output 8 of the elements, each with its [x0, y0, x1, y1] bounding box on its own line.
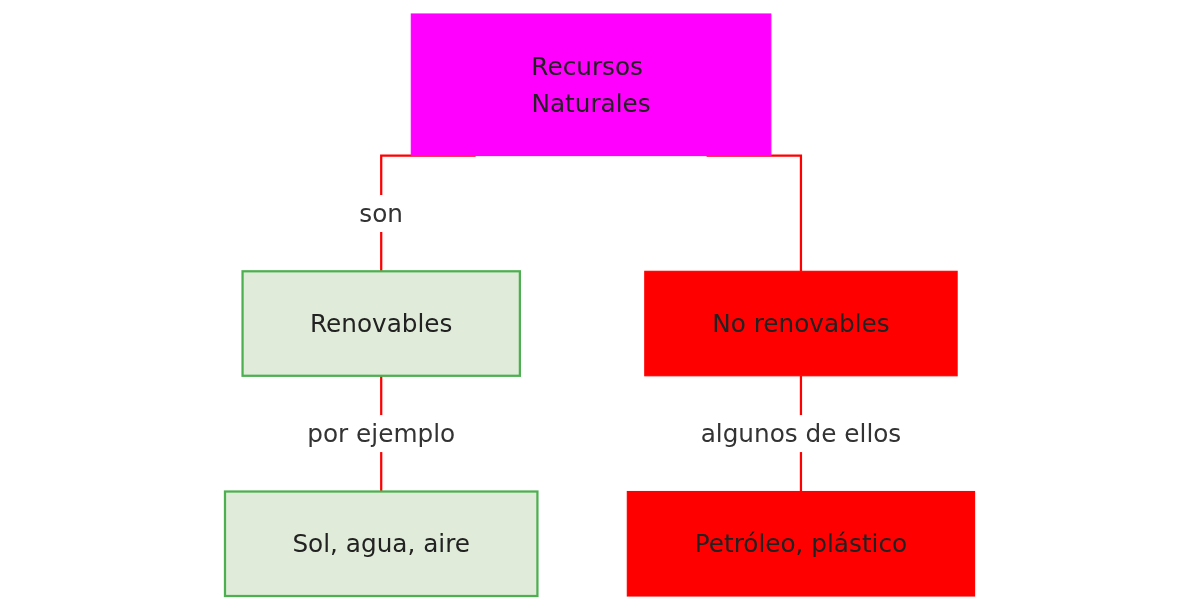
node-box: No renovables	[644, 270, 958, 377]
node-box: Petróleo, plástico	[626, 490, 976, 597]
edge-label: son	[359, 199, 404, 228]
node-box: Sol, agua, aire	[224, 490, 539, 598]
edge-label: por ejemplo	[307, 419, 456, 448]
node-box: Recursos Naturales	[410, 13, 772, 157]
edge-label: algunos de ellos	[700, 419, 902, 448]
node-box: Renovables	[241, 270, 522, 377]
